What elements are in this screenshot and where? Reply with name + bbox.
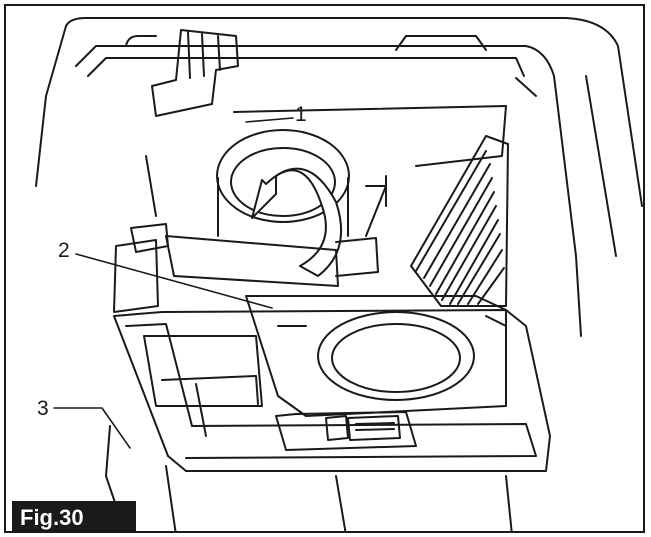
retaining-bracket (113, 223, 379, 313)
leader-3 (53, 407, 131, 449)
leader-1 (245, 117, 294, 123)
callout-1: 1 (295, 103, 307, 126)
pleated-side-filter (410, 135, 509, 307)
dust-container (105, 425, 513, 531)
filter-replacement-illustration (35, 17, 643, 531)
callout-3: 3 (37, 397, 49, 420)
callout-2: 2 (58, 239, 70, 262)
motor-inlet-ring (216, 129, 350, 237)
figure-frame: 1 2 3 Fig.30 (4, 4, 645, 533)
housing-outline (35, 17, 643, 337)
flat-filter-frame (245, 295, 507, 417)
front-tray (113, 309, 551, 472)
inner-cavity (145, 105, 507, 237)
callout-leaders (53, 117, 294, 449)
curved-arrow-icon (251, 167, 343, 277)
figure-label: Fig.30 (12, 501, 136, 531)
latch-clip (151, 29, 239, 117)
leader-2 (75, 253, 273, 309)
